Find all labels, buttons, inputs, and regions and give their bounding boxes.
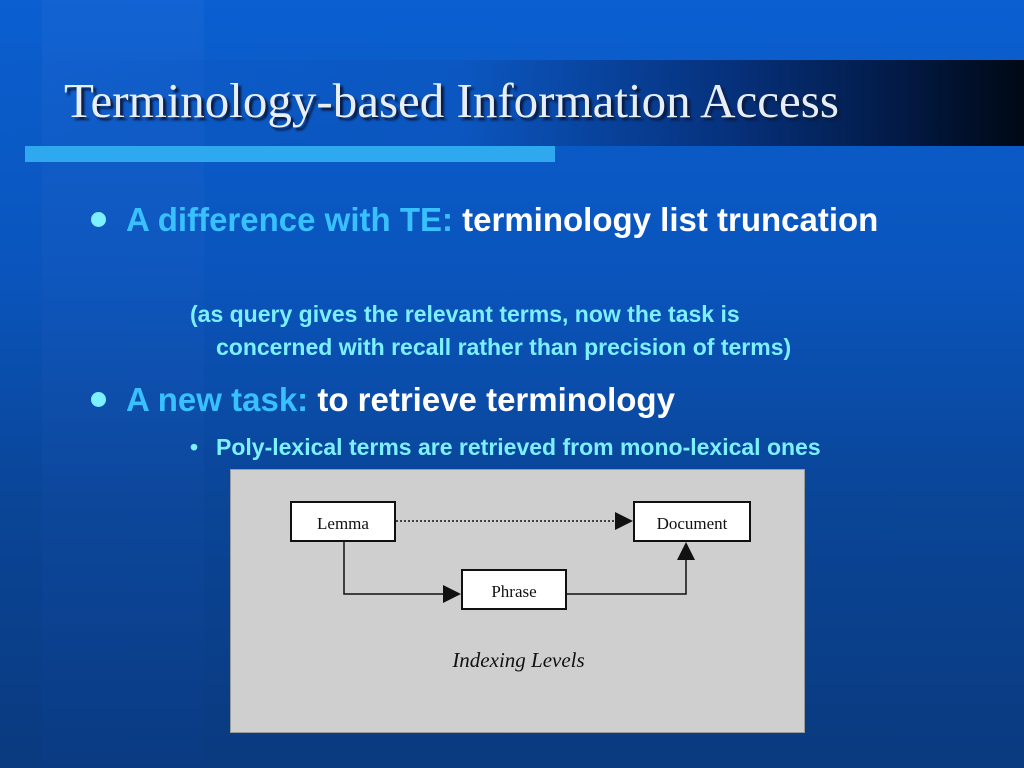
connector-phrase-document xyxy=(567,558,687,595)
connector-lemma-phrase xyxy=(343,542,445,595)
indexing-levels-diagram: Lemma Document Phrase Indexing Levels xyxy=(230,469,805,733)
bullet-1-note: (as query gives the relevant terms, now … xyxy=(190,298,950,364)
arrowhead-icon xyxy=(615,512,633,530)
arrowhead-icon xyxy=(677,542,695,560)
bullet-dot-icon xyxy=(91,392,106,407)
title-underline xyxy=(25,146,555,162)
bullet-2-text: to retrieve terminology xyxy=(308,381,675,418)
bullet-1-text: terminology list truncation xyxy=(452,201,879,238)
node-phrase: Phrase xyxy=(461,569,567,610)
bullet-dot-icon xyxy=(91,212,106,227)
bullet-1-note-line-2: concerned with recall rather than precis… xyxy=(216,334,792,360)
small-bullet-icon: • xyxy=(190,434,199,460)
bullet-1-lead: A difference with TE: xyxy=(126,201,453,238)
bullet-2-subitem: • Poly-lexical terms are retrieved from m… xyxy=(190,432,990,462)
diagram-caption: Indexing Levels xyxy=(452,648,585,672)
node-document: Document xyxy=(633,501,751,542)
arrowhead-icon xyxy=(443,585,461,603)
diagram-connectors xyxy=(343,512,695,603)
node-lemma: Lemma xyxy=(290,501,396,542)
bullet-1-note-line-1: (as query gives the relevant terms, now … xyxy=(190,301,740,327)
title-bar xyxy=(0,60,1024,146)
bullet-2-subitem-text: Poly-lexical terms are retrieved from mo… xyxy=(216,434,821,460)
bullet-item-1: A difference with TE: terminology list t… xyxy=(126,197,906,243)
bullet-item-2: A new task: to retrieve terminology xyxy=(126,377,906,423)
bullet-2-lead: A new task: xyxy=(126,381,309,418)
slide-title: Terminology-based Information Access xyxy=(64,73,839,128)
